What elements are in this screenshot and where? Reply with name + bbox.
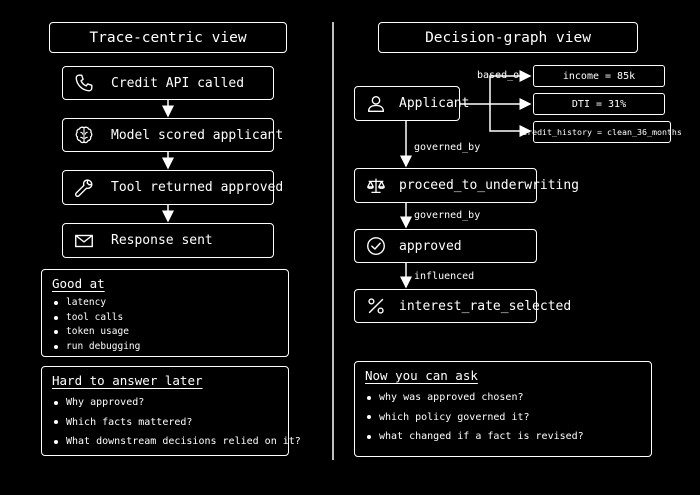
edge-based-on-history <box>489 104 532 137</box>
person-icon <box>367 95 385 112</box>
list-item: run debugging <box>52 340 278 355</box>
fact-credit-history: credit_history = clean_36_months <box>522 121 682 143</box>
trace-step-label: Response sent <box>111 233 213 248</box>
graph-node-label: approved <box>399 238 462 254</box>
list-item: why was approved chosen? <box>365 388 641 408</box>
now-you-can-ask-title: Now you can ask <box>365 368 478 383</box>
list-item: token usage <box>52 325 278 340</box>
trace-step-label: Credit API called <box>111 75 245 91</box>
good-at-panel: Good at latency tool calls token usage r… <box>41 269 289 357</box>
scales-icon <box>367 178 385 193</box>
graph-node-label: proceed_to_underwriting <box>399 178 580 193</box>
percent-icon <box>368 298 384 314</box>
envelope-icon <box>75 234 93 247</box>
list-item: tool calls <box>52 311 278 326</box>
trace-step-credit-api: Credit API called <box>62 66 274 100</box>
graph-node-label: Applicant <box>399 96 470 111</box>
graph-node-policy: proceed_to_underwriting <box>354 168 579 203</box>
hard-to-answer-panel: Hard to answer later Why approved? Which… <box>41 366 301 456</box>
trace-step-label: Model scored applicant <box>111 127 284 143</box>
list-item: what changed if a fact is revised? <box>365 427 641 447</box>
brain-icon <box>75 126 93 144</box>
graph-node-interest-rate: interest_rate_selected <box>354 289 571 323</box>
edge-label-governed-by-1: governed_by <box>414 142 481 153</box>
edge-based-on-income <box>460 70 532 105</box>
list-item: Why approved? <box>52 393 278 413</box>
trace-step-model-scored: Model scored applicant <box>62 118 283 152</box>
graph-node-label: interest_rate_selected <box>399 298 572 314</box>
trace-view-title: Trace-centric view <box>49 22 287 53</box>
hard-to-answer-title: Hard to answer later <box>52 373 203 388</box>
edge-label-based-on: based_on <box>477 70 526 81</box>
now-you-can-ask-panel: Now you can ask why was approved chosen?… <box>354 361 652 457</box>
wrench-icon <box>74 178 93 197</box>
list-item: latency <box>52 296 278 311</box>
edge-label-influenced: influenced <box>414 271 475 282</box>
trace-step-response-sent: Response sent <box>62 223 274 258</box>
trace-step-label: Tool returned approved <box>111 180 284 195</box>
fact-income: income = 85k <box>533 65 665 87</box>
check-circle-icon <box>367 237 385 255</box>
list-item: Which facts mattered? <box>52 413 278 433</box>
list-item: What downstream decisions relied on it? <box>52 432 301 452</box>
graph-view-title: Decision-graph view <box>378 22 638 53</box>
fact-dti: DTI = 31% <box>533 93 665 115</box>
edge-label-governed-by-2: governed_by <box>414 210 481 221</box>
list-item: which policy governed it? <box>365 408 641 428</box>
trace-step-tool-returned: Tool returned approved <box>62 170 283 205</box>
phone-icon <box>75 74 93 92</box>
graph-node-approved: approved <box>354 229 537 263</box>
good-at-title: Good at <box>52 276 105 291</box>
graph-node-applicant: Applicant <box>354 86 469 121</box>
